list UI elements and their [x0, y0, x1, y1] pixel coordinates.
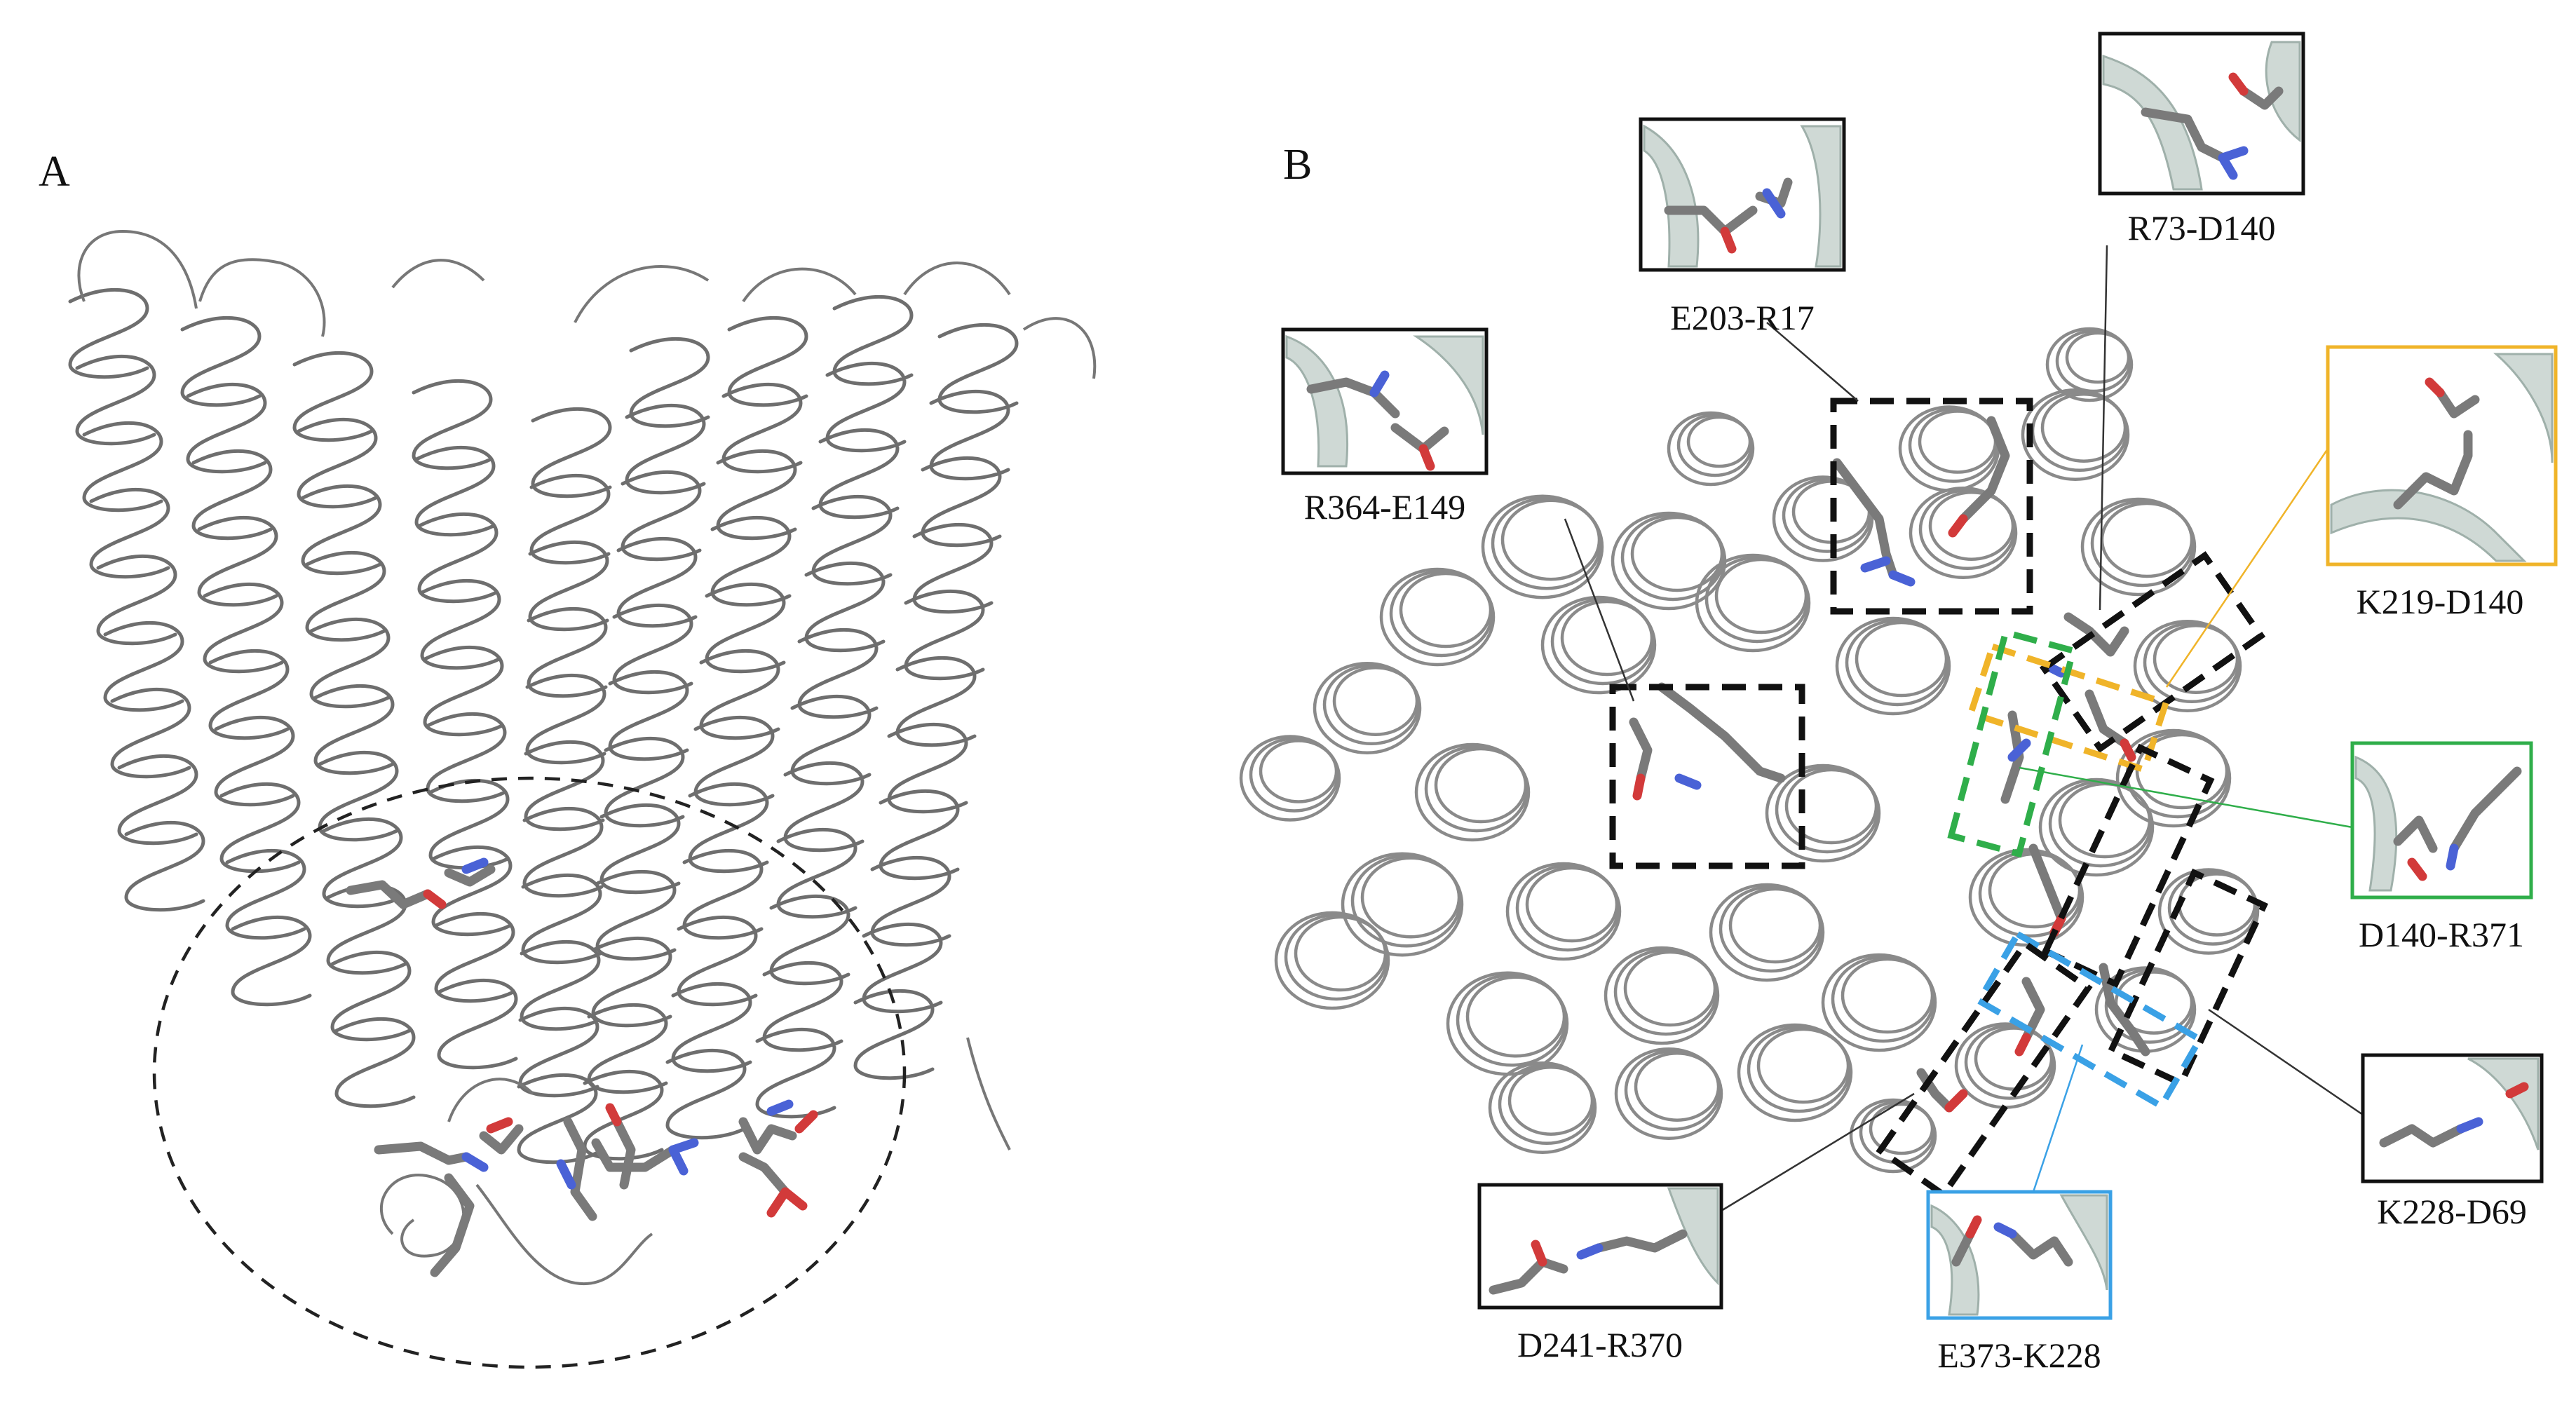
helix-top-18 — [1898, 405, 2000, 492]
inset-r364-e149: R364-E149 — [1281, 327, 1489, 527]
helix-top-3 — [1379, 567, 1496, 667]
helix-top-25 — [1821, 953, 1937, 1052]
helix-top-15 — [1765, 763, 1881, 863]
box-k228-d69 — [2107, 868, 2268, 1088]
box-k219-d140 — [1967, 642, 2170, 774]
inset-r73-d140: R73-D140 — [2098, 32, 2305, 247]
helix-top-23 — [2038, 778, 2155, 877]
inset-k228-d69-label: K228-D69 — [2377, 1192, 2527, 1231]
helix-top-28 — [1488, 1061, 1597, 1154]
helix-top-1 — [1239, 735, 1341, 822]
helix-top-16 — [1835, 616, 1951, 716]
inset-e203-r17-label: E203-R17 — [1670, 298, 1815, 337]
helix-top-2 — [1313, 662, 1422, 754]
helix-column-a-8 — [755, 294, 914, 1119]
helix-top-34 — [1667, 411, 1755, 487]
helix-column-a-7 — [665, 315, 808, 1140]
helix-top-11 — [1505, 862, 1622, 961]
helix-top-12 — [1446, 971, 1569, 1076]
helix-top-20 — [2080, 497, 2197, 597]
helix-top-21 — [2133, 620, 2242, 712]
inset-e203-r17: E203-R17 — [1639, 117, 1846, 337]
inset-k219-d140: K219-D140 — [2326, 345, 2558, 621]
inset-d241-r370-label: D241-R370 — [1517, 1325, 1683, 1364]
helix-column-a-1 — [68, 287, 205, 912]
panel-a-highlight-ellipse — [152, 776, 907, 1369]
panel-b-highlight-boxes — [1609, 398, 2268, 1200]
panel-a-letter: A — [39, 148, 70, 196]
helix-column-a-6 — [583, 337, 710, 1161]
panel-a-helix-bundle — [68, 287, 1019, 1165]
panel-a: A — [39, 148, 1097, 1369]
panel-b-helix-top-view — [1239, 327, 2260, 1174]
helix-column-a-3 — [292, 351, 416, 1108]
inset-d241-r370: D241-R370 — [1477, 1183, 1723, 1364]
box-center-d140 — [2041, 743, 2215, 989]
helix-top-17 — [1909, 487, 2018, 579]
helix-top-10 — [1695, 553, 1811, 653]
helix-top-14 — [1709, 883, 1825, 982]
inset-k219-d140-label: K219-D140 — [2357, 582, 2524, 621]
helix-top-6 — [1274, 911, 1390, 1010]
box-d140-r371 — [1947, 628, 2077, 858]
panel-b: B — [1239, 32, 2558, 1375]
helix-column-a-9 — [853, 323, 1019, 1080]
helix-top-5 — [1341, 852, 1464, 957]
helix-column-a-4 — [412, 379, 518, 1070]
helix-top-8 — [1540, 595, 1657, 695]
helix-top-24 — [1968, 848, 2084, 947]
inset-e373-k228: E373-K228 — [1926, 1190, 2113, 1375]
inset-r73-d140-label: R73-D140 — [2127, 208, 2275, 247]
inset-r364-e149-label: R364-E149 — [1304, 487, 1466, 527]
helix-top-13 — [1604, 946, 1720, 1045]
helix-top-7 — [1481, 494, 1604, 599]
inset-k228-d69: K228-D69 — [2361, 1053, 2544, 1231]
helix-top-4 — [1414, 742, 1531, 842]
inset-e373-k228-label: E373-K228 — [1937, 1336, 2101, 1375]
inset-d140-r371-label: D140-R371 — [2359, 915, 2524, 954]
helix-top-19 — [2021, 388, 2130, 481]
panel-b-leader-lines — [1564, 245, 2364, 1214]
panel-a-residue-sticks — [346, 857, 818, 1277]
helix-top-31 — [1954, 1022, 2056, 1109]
box-e203-r17 — [1830, 398, 2033, 615]
box-r364-e149 — [1609, 684, 1805, 869]
helix-top-26 — [1737, 1023, 1853, 1122]
helix-top-27 — [1614, 1047, 1723, 1140]
helix-top-35 — [2045, 327, 2134, 402]
panel-b-letter: B — [1283, 141, 1312, 189]
box-d241-r370 — [1876, 939, 2093, 1200]
helix-column-a-5 — [517, 407, 612, 1165]
helix-column-a-2 — [180, 315, 312, 1007]
inset-d140-r371: D140-R371 — [2350, 741, 2533, 954]
